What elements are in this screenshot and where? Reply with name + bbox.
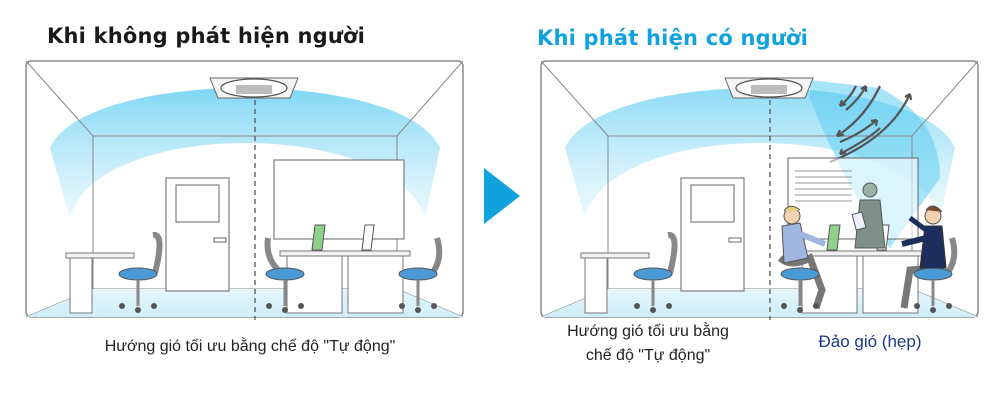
person-presenter-icon <box>851 182 886 249</box>
ac-cassette-icon <box>724 77 814 99</box>
play-triangle-icon <box>484 168 520 224</box>
person-seated-right-icon <box>900 205 958 313</box>
left-caption: Hướng gió tối ưu bằng chế độ "Tự động" <box>104 338 396 355</box>
right-panel-title: Khi phát hiện có người <box>537 26 809 50</box>
right-caption-auto: Hướng gió tối ưu bằng chế độ "Tự động" <box>548 320 748 368</box>
person-seated-left-icon <box>777 205 827 313</box>
office-chair-icon <box>118 232 163 313</box>
occupied-office-illustration <box>540 60 979 320</box>
left-panel-title: Khi không phát hiện người <box>47 24 366 48</box>
ac-cassette-icon <box>209 77 299 99</box>
right-caption-line1: Hướng gió tối ưu bằng <box>567 323 729 340</box>
right-caption-line2: chế độ "Tự động" <box>585 347 711 364</box>
empty-office-illustration <box>25 60 464 320</box>
airflow-band <box>50 88 440 218</box>
right-caption-swing: Đảo gió (hẹp) <box>818 332 922 351</box>
swing-arrows-icon <box>829 85 913 164</box>
